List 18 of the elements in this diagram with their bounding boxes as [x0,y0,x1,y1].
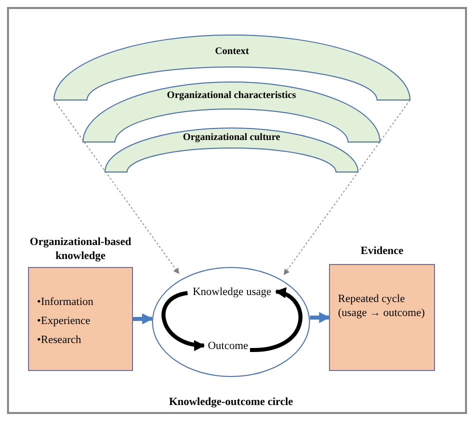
arrow [310,312,330,324]
list-item: •Research [37,334,82,348]
band-label: Organizational characteristics [166,91,296,101]
band-label: Organizational culture [182,133,280,143]
stage-label: Outcome [208,341,248,352]
box-heading: Evidence [360,245,404,259]
arrow [54,100,180,274]
list-item: •Information [37,296,94,310]
stage-label: Knowledge usage [192,287,272,298]
arrow [250,288,302,352]
box-heading: Organizational-based knowledge [28,236,132,264]
arrow [132,313,154,324]
caption-text: Knowledge-outcome circle [168,395,294,410]
arrow [162,291,206,350]
list-item: •Experience [37,314,92,328]
band-label: Context [215,47,249,57]
box-text: Repeated cycle (usage → outcome) [338,293,426,320]
arrow [284,100,410,276]
